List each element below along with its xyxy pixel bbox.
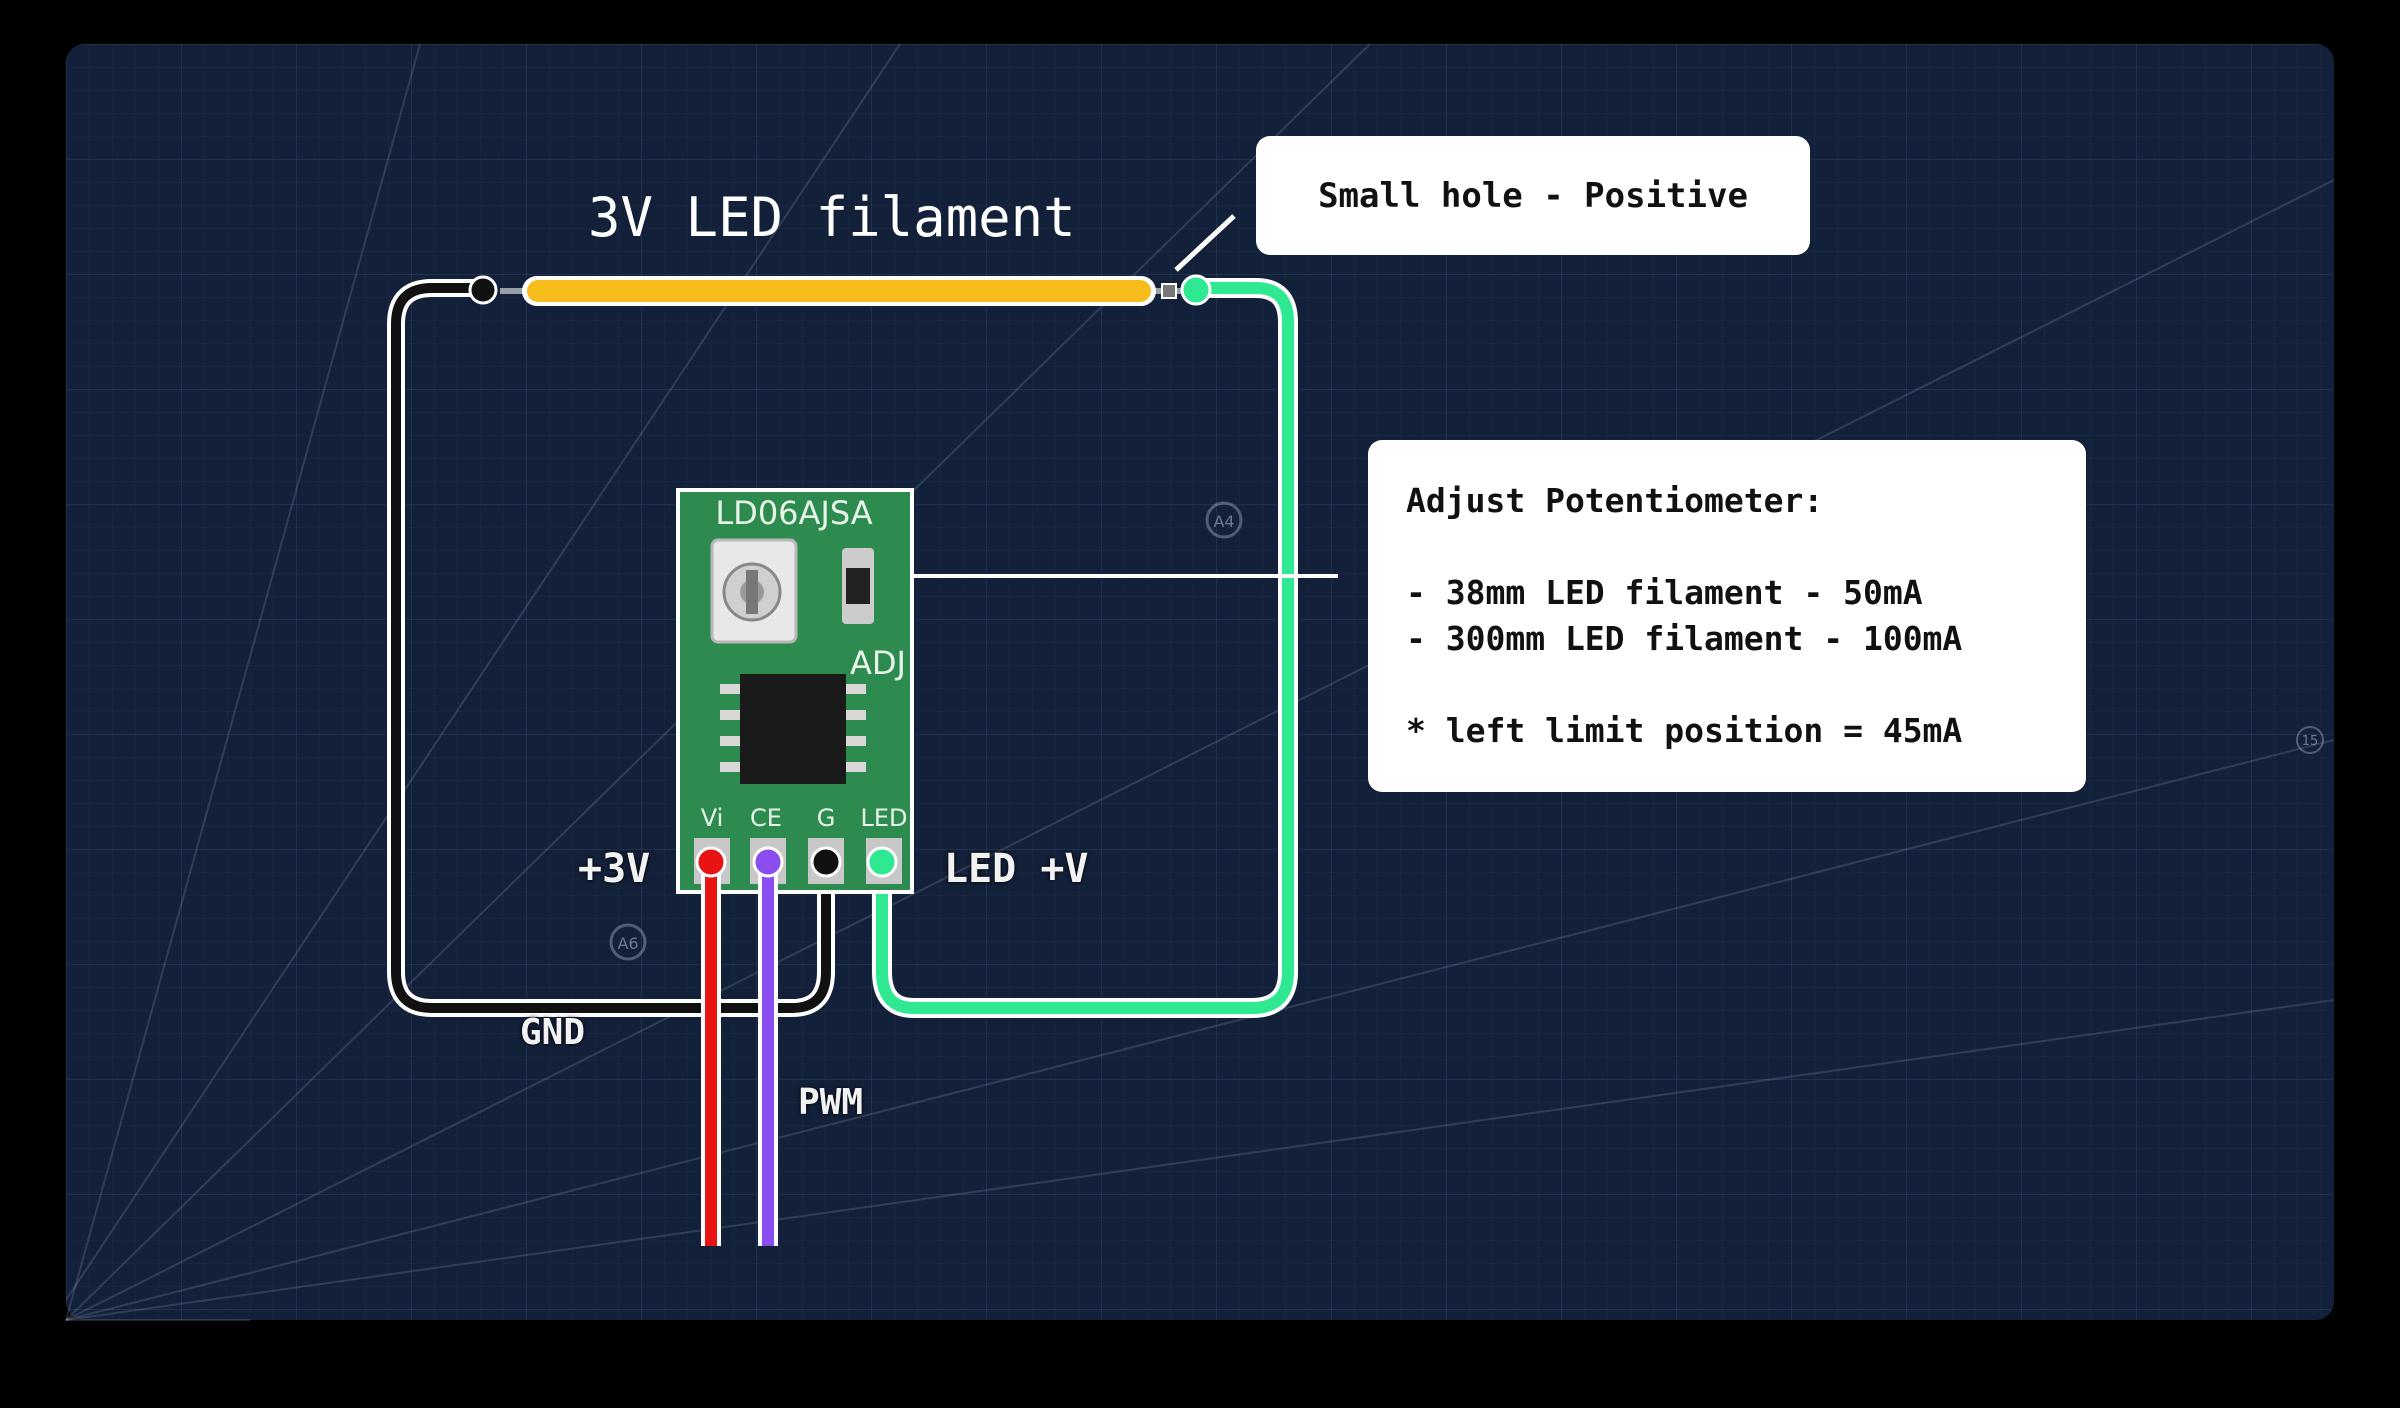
pot-note: * left limit position = 45mA [1406,711,1963,750]
led-filament [527,280,1151,302]
led-solder-dot [1180,274,1212,306]
hole-pointer [1174,214,1236,272]
marker-a4: A4 [1205,501,1243,539]
pin-label-vi: Vi [701,804,724,832]
led-wire-outline [872,278,1298,1018]
marker-a6: A6 [609,923,647,961]
perspective-lines [65,43,2335,1321]
callout-small-hole-text: Small hole - Positive [1318,175,1748,216]
pin-label-g: G [817,804,836,832]
callout-small-hole: Small hole - Positive [1256,136,1810,255]
led-wire [876,282,1294,1014]
ld06ajsa-module: LD06AJSA ADJ Vi CE G LED [676,488,914,894]
module-name: LD06AJSA [715,494,872,532]
diagram-title: 3V LED filament [588,186,1076,249]
pin-label-led: LED [860,804,907,832]
ce-solder-dot [752,846,784,878]
svg-text:A6: A6 [617,934,638,953]
pot-spacer-2 [1406,662,2086,708]
marker-15: 15 [2296,726,2324,754]
vi-solder-dot [695,846,727,878]
label-pwm: PWM [798,1082,864,1123]
adj-label: ADJ [850,644,906,682]
ic-chip [720,674,866,784]
positive-hole [1161,283,1177,299]
gnd-solder-dot [468,275,498,305]
callout-potentiometer: Adjust Potentiometer: - 38mm LED filamen… [1368,440,2086,792]
led-pin-solder-dot [866,846,898,878]
label-gnd: GND [520,1012,586,1053]
label-led-plus-v: LED +V [944,846,1089,892]
gnd-wire [391,283,831,1013]
label-plus-3v: +3V [578,846,651,892]
pot-line-300mm: - 300mm LED filament - 100mA [1406,619,1963,658]
g-solder-dot [810,846,842,878]
pot-heading: Adjust Potentiometer: [1406,481,1824,520]
pot-spacer [1406,524,2086,570]
svg-text:A4: A4 [1213,512,1234,531]
pot-line-38mm: - 38mm LED filament - 50mA [1406,573,1923,612]
svg-text:15: 15 [2302,734,2319,749]
pin-label-ce: CE [750,804,782,832]
